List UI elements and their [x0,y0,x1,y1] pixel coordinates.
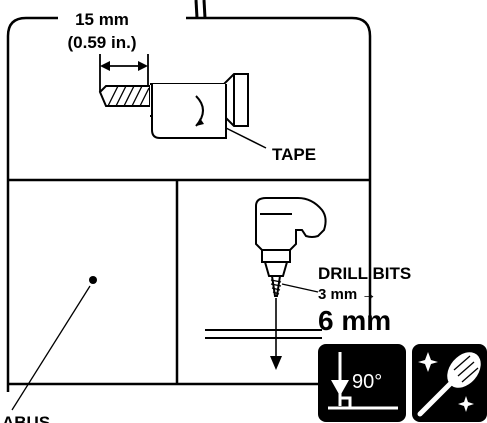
tape-label: TAPE [272,145,316,164]
ninety-degree-label: 90° [352,371,382,393]
drill-size-large: 6 mm [318,305,391,336]
cut-off-label: ABUS [2,413,50,423]
tape-leader [225,127,267,149]
cord [194,0,207,19]
drill-bits-label: DRILL BITS [318,264,411,283]
right-angle-drill-icon: 90° [318,344,406,422]
hole-mark [89,276,97,284]
drill-bit-leader [281,283,319,293]
wall-surface [205,329,322,339]
drilling-template [6,16,372,392]
drill-direction-arrow [270,298,282,370]
vacuum-clean-icon [412,344,487,422]
drill-size-small: 3 mm → [318,286,376,303]
power-drill [255,197,327,297]
hole-leader [11,285,91,411]
measurement-metric: 15 mm [75,10,129,29]
drill-bit-with-tape [98,73,249,139]
measurement-imperial: (0.59 in.) [68,33,137,52]
